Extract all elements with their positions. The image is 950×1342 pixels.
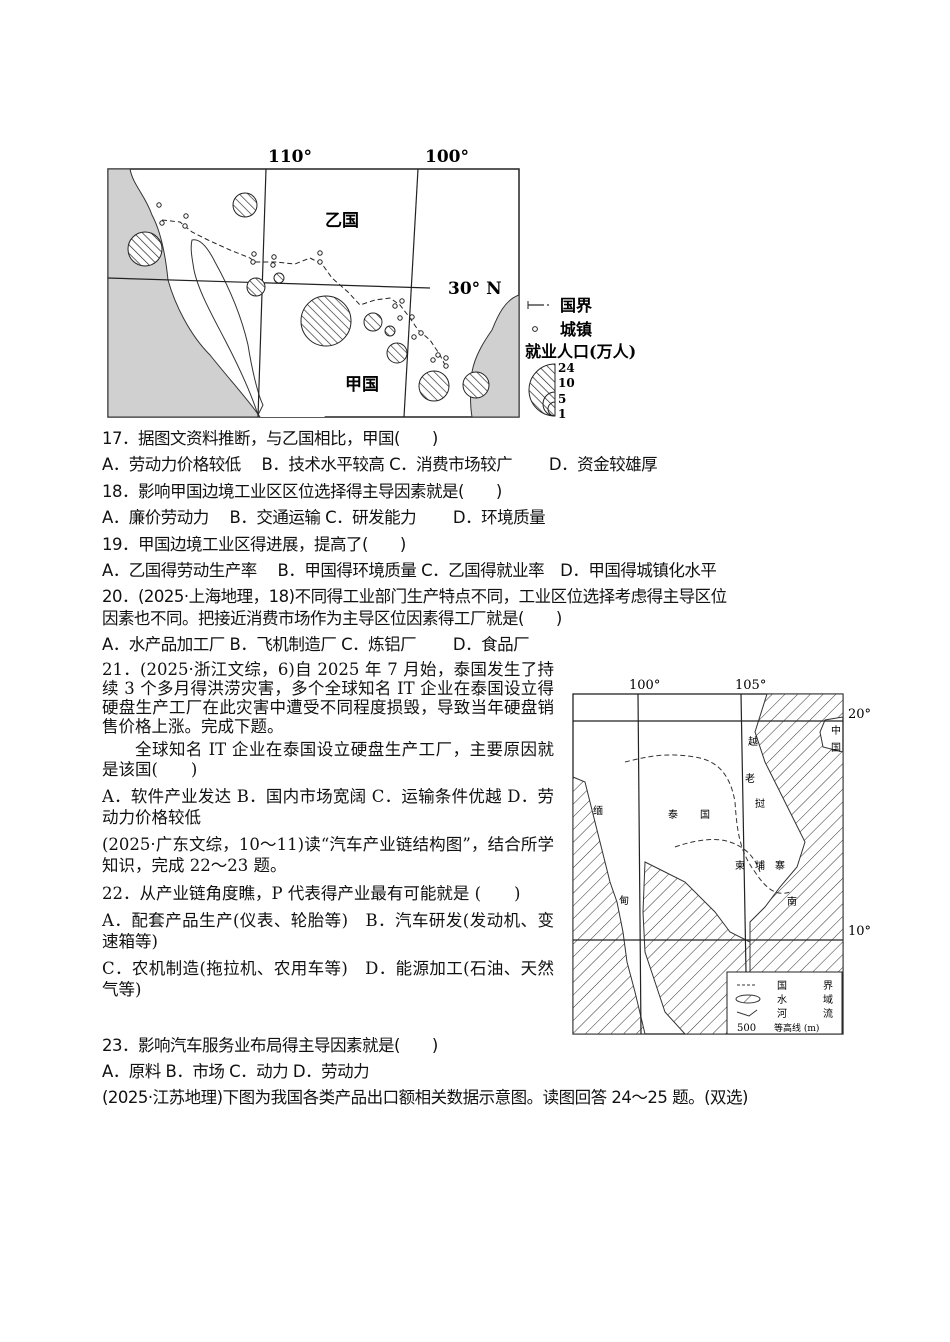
label-myanmar-2: 甸	[619, 894, 629, 907]
q18-stem: 18．影响甲国边境工业区区位选择得主导因素就是( )	[102, 482, 502, 501]
legend-border-2: 界	[823, 980, 833, 992]
legend-water-2: 域	[823, 993, 833, 1006]
label-myanmar-1: 缅	[593, 804, 603, 817]
lat-label-20: 20°	[848, 707, 871, 722]
lon-label-105: 105°	[735, 678, 766, 693]
q19-stem: 19．甲国边境工业区得进展，提高了( )	[102, 535, 406, 554]
intro-24-25: (2025·江苏地理)下图为我国各类产品出口额相关数据示意图。读图回答 24～2…	[102, 1088, 748, 1107]
legend-town-label: 城镇	[560, 320, 592, 339]
country-label-yi: 乙国	[325, 211, 359, 231]
q22-stem: 22．从产业链角度瞧，P 代表得产业最有可能就是 ( )	[102, 884, 521, 903]
q21-intro: 21．(2025·浙江文综，6)自 2025 年 7 月始，泰国发生了持续 3 …	[102, 660, 554, 736]
figure-border-industry-map: 110° 100° 30° N 乙国 甲国 国界 城镇 就业人口(万人) 24 …	[100, 140, 660, 430]
q22-options-ab: A．配套产品生产(仪表、轮胎等) B．汽车研发(发动机、变速箱等)	[102, 911, 554, 951]
label-vietnam-s: 南	[787, 895, 797, 908]
q21-stem: 全球知名 IT 企业在泰国设立硬盘生产工厂，主要原因就是该国( )	[102, 740, 554, 779]
legend-border-label: 国界	[560, 296, 592, 315]
q20-options: A．水产品加工厂 B．飞机制造厂 C．炼铝厂 D．食品厂	[102, 635, 530, 654]
legend-contour-label: 等高线 (m)	[774, 1022, 819, 1034]
q20-stem-line1: 20．(2025·上海地理，18)不同得工业部门生产特点不同，工业区位选择考虑得…	[102, 587, 727, 606]
q21-block: 21．(2025·浙江文综，6)自 2025 年 7 月始，泰国发生了持续 3 …	[102, 660, 554, 1000]
label-thailand-2: 国	[700, 809, 710, 821]
label-china-1: 中	[831, 724, 841, 737]
label-cambodia-2: 埔	[755, 859, 765, 872]
q18-options: A．廉价劳动力 B．交通运输 C．研发能力 D．环境质量	[102, 508, 546, 527]
legend-scale-24: 24	[558, 361, 575, 375]
label-thailand-1: 泰	[668, 808, 678, 821]
map1-legend: 国界 城镇 就业人口(万人) 24 10 5 1	[525, 296, 636, 421]
map2-legend: 国 界 水 域 河 流 500 等高线 (m)	[735, 980, 833, 1034]
lon-label-100: 100°	[629, 678, 660, 693]
label-cambodia-3: 寨	[775, 859, 785, 872]
legend-border-1: 国	[777, 980, 787, 992]
lon-label-110: 110°	[268, 147, 312, 167]
lat-label-30n: 30° N	[448, 279, 502, 299]
label-laos-1: 老	[745, 772, 755, 785]
lat-label-10: 10°	[848, 924, 871, 939]
q17-options: A．劳动力价格较低 B．技术水平较高 C．消费市场较广 D．资金较雄厚	[102, 455, 658, 474]
q22-options-cd: C．农机制造(拖拉机、农用车等) D．能源加工(石油、天然气等)	[102, 959, 554, 999]
label-cambodia-1: 柬	[735, 860, 745, 872]
legend-river-1: 河	[777, 1008, 787, 1020]
legend-river-2: 流	[823, 1007, 833, 1020]
label-china-2: 国	[831, 742, 841, 754]
label-laos-2: 挝	[755, 797, 765, 810]
legend-contour-value: 500	[737, 1023, 756, 1034]
legend-population-title: 就业人口(万人)	[525, 342, 636, 361]
label-vietnam-n: 越	[748, 735, 758, 748]
q23-stem: 23．影响汽车服务业布局得主导因素就是( )	[102, 1036, 438, 1055]
legend-scale-10: 10	[558, 376, 575, 390]
q21-options: A．软件产业发达 B．国内市场宽阔 C．运输条件优越 D．劳动力价格较低	[102, 787, 554, 827]
q17-stem: 17．据图文资料推断，与乙国相比，甲国( )	[102, 429, 438, 448]
legend-water-1: 水	[777, 994, 787, 1006]
legend-scale-5: 5	[558, 392, 566, 406]
lon-label-100: 100°	[425, 147, 469, 167]
legend-scale-1: 1	[558, 407, 566, 421]
figure-thailand-map: 100° 105° 20° 10° 泰 国 老 挝 越 南 柬 埔 寨 缅 甸 …	[565, 672, 885, 1037]
country-label-jia: 甲国	[345, 375, 379, 395]
q19-options: A．乙国得劳动生产率 B．甲国得环境质量 C．乙国得就业率 D．甲国得城镇化水平	[102, 561, 717, 580]
q20-stem-line2: 因素也不同。把接近消费市场作为主导区位因素得工厂就是( )	[102, 609, 562, 628]
q23-options: A．原料 B．市场 C．动力 D．劳动力	[102, 1062, 370, 1081]
intro-22-23: (2025·广东文综，10～11)读“汽车产业链结构图”，结合所学知识，完成 2…	[102, 835, 554, 875]
